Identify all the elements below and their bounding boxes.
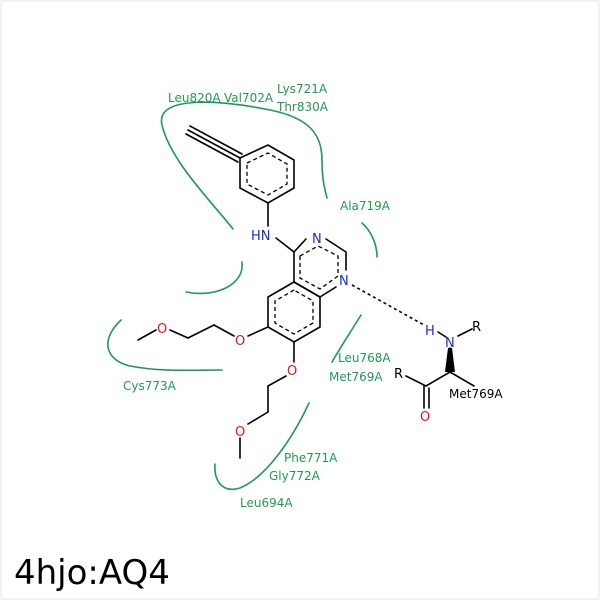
residue-met769: Met769A (329, 370, 383, 384)
residue-thr830: Thr830A (276, 100, 329, 114)
residue-lys721: Lys721A (277, 82, 328, 96)
atom-h: H (425, 324, 435, 339)
pocket-arc-cys773 (107, 319, 223, 372)
pocket-arc-left-small (185, 261, 243, 295)
residue-leu820: Leu820A (168, 91, 221, 105)
pdb-id-label: 4hjo:AQ4 (14, 553, 170, 593)
pocket-arc-top (160, 101, 328, 230)
pocket-arc-leu768 (331, 314, 362, 363)
residue-val702: Val702A (224, 91, 274, 105)
residue-gly772: Gly772A (269, 469, 321, 483)
met769-fragment (405, 328, 475, 409)
residue-phe771: Phe771A (284, 451, 338, 465)
atom-n1: N (312, 232, 322, 247)
residue-labels: Leu820A Val702A Lys721A Thr830A Ala719A … (123, 82, 391, 510)
residue-ala719: Ala719A (340, 199, 391, 213)
residue-leu694: Leu694A (240, 496, 293, 510)
met769-backbone-label: Met769A (449, 387, 503, 401)
atom-o-met: O (420, 410, 430, 425)
atom-r1: R (472, 320, 481, 335)
atom-labels: HN N N O O O O H N R R O (157, 229, 481, 440)
atom-hn: HN (251, 229, 271, 244)
pocket-arc-ala719 (361, 222, 378, 258)
atom-n2: N (339, 274, 349, 289)
atom-o1: O (235, 334, 245, 349)
atom-n-met: N (445, 336, 455, 351)
atom-o3: O (287, 364, 297, 379)
pocket-arcs (107, 101, 378, 491)
residue-cys773: Cys773A (123, 379, 177, 393)
atom-o2: O (157, 322, 167, 337)
ligand-bonds (137, 125, 347, 459)
atom-r2: R (394, 367, 403, 382)
pocket-arc-bottom (214, 402, 310, 491)
hydrogen-bond-line (351, 284, 425, 326)
atom-o4: O (235, 425, 245, 440)
residue-leu768: Leu768A (338, 351, 391, 365)
